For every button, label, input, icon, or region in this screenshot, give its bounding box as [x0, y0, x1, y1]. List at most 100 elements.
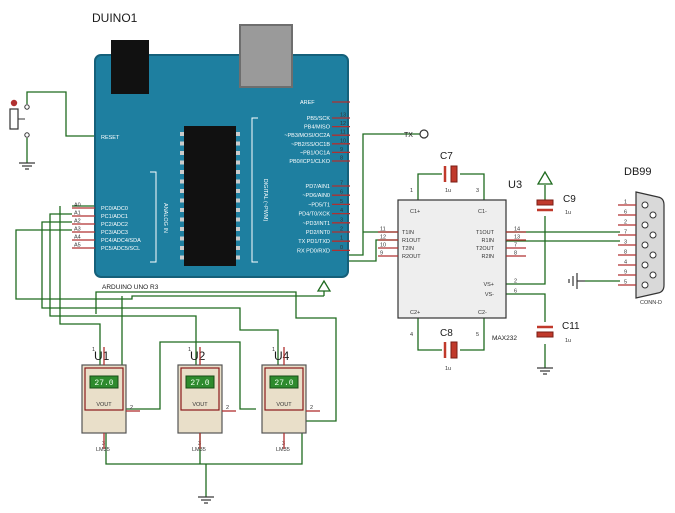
sensor-display-value: 27.0 — [94, 379, 113, 388]
db9-pin-number: 3 — [624, 240, 627, 246]
max232-right-pin-name: T2OUT — [476, 246, 495, 252]
max232-supply-pin-number: 2 — [514, 279, 517, 285]
db9-part-label: CONN-D — [640, 300, 662, 306]
reset-button-cap — [10, 99, 18, 107]
analog-pin-name: PC4/ADC4/SDA — [101, 238, 141, 244]
reset-pin-label: RESET — [101, 135, 120, 141]
chip-leg-right — [236, 217, 240, 222]
digital-pin-number: 9 — [340, 147, 343, 153]
digital-pin-number: 7 — [340, 181, 343, 187]
analog-pin-name: PC5/ADC5/SCL — [101, 246, 140, 252]
max232-supply-pin-number: 6 — [514, 289, 517, 295]
digital-header-bracket — [251, 117, 258, 263]
digital-pin-name: ~PD3/INT1 — [303, 221, 330, 227]
atmega-chip — [184, 126, 236, 266]
sensor-pin-number: 2 — [130, 405, 133, 411]
digital-pin-number: 12 — [340, 121, 346, 127]
power-jack — [111, 40, 149, 94]
chip-leg-right — [236, 227, 240, 231]
c9-label: C9 — [563, 194, 576, 205]
usb-port — [239, 24, 293, 88]
max232-cap-pin-name: C2+ — [410, 310, 420, 316]
chip-leg-left — [180, 208, 184, 212]
analog-pin-label: A0 — [74, 203, 81, 209]
chip-leg-left — [180, 160, 184, 165]
max232-left-pin-number: 10 — [380, 243, 386, 249]
chip-leg-right — [236, 160, 240, 165]
max232-cap-pin-name: C2- — [478, 310, 487, 316]
sensor-pin-number: 1 — [188, 347, 191, 353]
tx-terminal: TX — [404, 129, 429, 139]
max232-right-pin-number: 7 — [514, 243, 517, 249]
db9-pin-number: 7 — [624, 230, 627, 236]
sensor-pin-number: 1 — [92, 347, 95, 353]
digital-pin-number: 2 — [340, 227, 343, 233]
analog-pin-name: PC3/ADC3 — [101, 230, 128, 236]
analog-loop-wire — [15, 229, 324, 300]
digital-pin-name: ~PB2/SS/OC1B — [291, 142, 330, 148]
max232-right-pin-name: R1IN — [481, 238, 494, 244]
sensor-ref-label: U1 — [94, 349, 110, 363]
sensor-display — [185, 375, 215, 389]
db9-shell — [635, 191, 665, 299]
chip-leg-left — [180, 179, 184, 184]
chip-leg-right — [236, 246, 240, 250]
digital-pin-number: 1 — [340, 236, 343, 242]
reset-ground-symbol — [19, 162, 35, 170]
a0-to-u1 — [59, 206, 101, 365]
max232-ref-label: U3 — [508, 179, 522, 191]
analog-pin-label: A4 — [74, 235, 81, 241]
digital-pin-name: PD4/T0/XCK — [299, 212, 331, 218]
reset-contact-bottom — [24, 132, 30, 138]
chip-leg-right — [236, 141, 240, 146]
digital-pin-number: 11 — [340, 130, 346, 136]
max232-supply-pins: VS+2VS-6 — [483, 279, 517, 299]
sensor-u4: 27.0VOUTU4LM35123 — [261, 347, 320, 453]
c8-label: C8 — [440, 328, 453, 339]
db9-ref-label: DB99 — [624, 166, 652, 178]
max232-supply-pin-name: VS+ — [483, 282, 494, 288]
db9-pin-socket — [641, 241, 649, 249]
chip-leg-right — [236, 236, 240, 241]
db9-pin-socket — [641, 221, 649, 229]
max232-left-pin-name: R2OUT — [402, 254, 421, 260]
lm35-sensors: 27.0VOUTU1LM3512327.0VOUTU2LM3512327.0VO… — [81, 347, 320, 453]
tx-terminal-circle — [419, 129, 429, 139]
max232-left-pin-number: 12 — [380, 235, 386, 241]
db9-pin-socket — [641, 201, 649, 209]
max232-left-pin-name: T1IN — [402, 230, 414, 236]
sensor-vout-label: VOUT — [276, 402, 292, 408]
c7-wire — [417, 173, 442, 200]
chip-leg-right — [236, 151, 240, 155]
c8-wire-r — [460, 318, 485, 351]
sensor-display-value: 27.0 — [190, 379, 209, 388]
a1-to-u2 — [49, 213, 197, 365]
sensor-display — [89, 375, 119, 389]
max232-right-pin-number: 8 — [514, 251, 517, 257]
analog-pin-label: A3 — [74, 227, 81, 233]
sensor-body — [261, 364, 307, 434]
tx-wire — [344, 133, 420, 256]
arduino-board: ANALOG IN DIGITAL (~PWM) PC0/ADC0PC1/ADC… — [94, 24, 349, 278]
db9-pin-number: 6 — [624, 210, 627, 216]
ground-rail — [105, 433, 303, 465]
sensor-u2: 27.0VOUTU2LM35123 — [177, 347, 236, 453]
analog-pin-label: A5 — [74, 243, 81, 249]
chip-leg-left — [180, 246, 184, 250]
chip-legs — [180, 132, 240, 260]
aref-pin-label: AREF — [300, 100, 315, 106]
a2-to-u4 — [41, 221, 279, 365]
analog-pin-label: A1 — [74, 211, 81, 217]
digital-pin-name: PB0/ICP1/CLKO — [289, 159, 330, 165]
sensor-pin-number: 1 — [272, 347, 275, 353]
digital-header-label: DIGITAL (~PWM) — [262, 179, 268, 222]
digital-pin-number: 0 — [340, 245, 343, 251]
analog-pin-name: PC2/ADC2 — [101, 222, 128, 228]
analog-header-label: ANALOG IN — [162, 203, 168, 233]
sensor-part-label: LM35 — [96, 447, 110, 453]
sensor-pin-number: 2 — [310, 405, 313, 411]
chip-leg-left — [180, 170, 184, 174]
